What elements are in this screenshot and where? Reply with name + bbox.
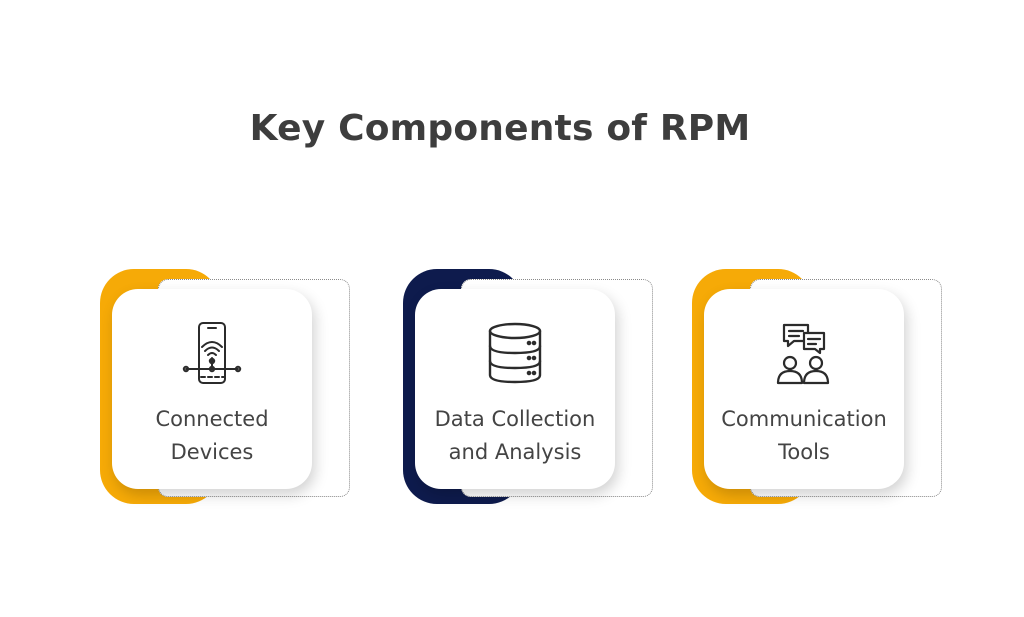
diagram-title: Key Components of RPM xyxy=(249,108,751,149)
component-card-data-collection: Data Collection and Analysis xyxy=(403,269,663,509)
users-chat-icon xyxy=(776,323,830,385)
component-label-line2: Devices xyxy=(170,440,254,464)
component-label-line2: and Analysis xyxy=(448,440,582,464)
component-label: Data Collection and Analysis xyxy=(415,403,615,469)
component-label: Communication Tools xyxy=(704,403,904,469)
component-label-line2: Tools xyxy=(778,440,830,464)
component-label-line1: Communication xyxy=(721,407,887,431)
component-label-line1: Data Collection xyxy=(434,407,596,431)
smartphone-wifi-icon xyxy=(182,322,242,384)
card-body: Connected Devices xyxy=(112,289,312,489)
component-label-line1: Connected xyxy=(155,407,269,431)
component-card-communication-tools: Communication Tools xyxy=(692,269,952,509)
card-body: Communication Tools xyxy=(704,289,904,489)
component-card-connected-devices: Connected Devices xyxy=(100,269,360,509)
component-label: Connected Devices xyxy=(112,403,312,469)
database-icon xyxy=(488,322,542,384)
card-body: Data Collection and Analysis xyxy=(415,289,615,489)
